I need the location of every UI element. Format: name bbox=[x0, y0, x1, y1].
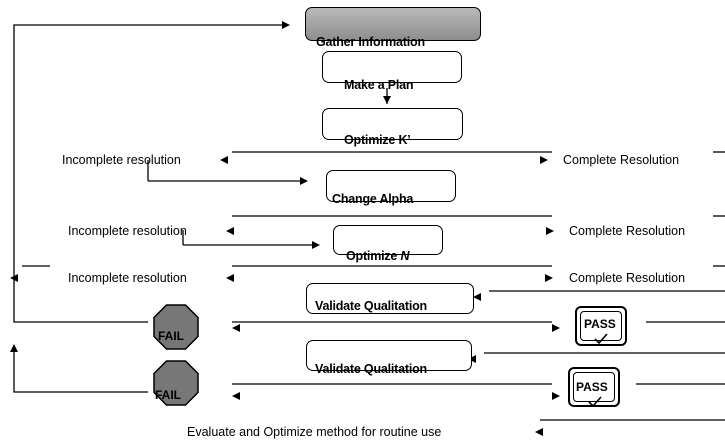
checkmark-icon-2 bbox=[588, 396, 602, 408]
arrow-to-pass1 bbox=[552, 324, 560, 332]
complete-resolution-label-3: Complete Resolution bbox=[569, 271, 686, 285]
arrow-into-gather bbox=[282, 21, 290, 29]
feedback-line-top bbox=[13, 24, 282, 323]
arrow-footer-left bbox=[535, 428, 543, 436]
optimize-n-box bbox=[333, 225, 443, 255]
optimize-n-variable: N bbox=[400, 249, 410, 263]
fail-label-1: FAIL bbox=[158, 329, 184, 343]
pass-label-2: PASS bbox=[576, 380, 608, 394]
arrow-into-optimize-k bbox=[383, 96, 391, 104]
optimize-k-label: Optimize K’ bbox=[344, 133, 411, 147]
validate-qualitation-box-2 bbox=[306, 340, 472, 371]
arrow-row1-alpha bbox=[300, 177, 308, 185]
validate-qualitation-label-2: Validate Qualitation bbox=[315, 362, 427, 376]
gather-information-box bbox=[305, 7, 481, 41]
pass-label-1: PASS bbox=[584, 317, 616, 331]
arrow-to-pass2 bbox=[552, 392, 560, 400]
fail-stop-sign-icon-1 bbox=[153, 304, 199, 350]
feedback-line-bottom bbox=[13, 345, 148, 393]
arrow-row2-n bbox=[312, 241, 320, 249]
complete-resolution-label-1: Complete Resolution bbox=[563, 153, 680, 167]
pass-badge-2-inner bbox=[573, 372, 615, 402]
gather-information-label: Gather Information bbox=[316, 35, 425, 49]
incomplete-resolution-label-3: Incomplete resolution bbox=[68, 271, 187, 285]
make-a-plan-box bbox=[322, 51, 462, 83]
complete-resolution-label-2: Complete Resolution bbox=[569, 224, 686, 238]
arrow-row1-right bbox=[540, 156, 548, 164]
make-a-plan-label: Make a Plan bbox=[344, 78, 414, 92]
validate-qualitation-label-1: Validate Qualitation bbox=[315, 299, 427, 313]
checkmark-icon-1 bbox=[594, 333, 608, 345]
arrow-row3-right bbox=[545, 274, 553, 282]
validate-qualitation-box-1 bbox=[306, 283, 474, 314]
arrow-row1-left bbox=[220, 156, 228, 164]
incomplete-resolution-label-2: Incomplete resolution bbox=[68, 224, 187, 238]
incomplete-resolution-label-1: Incomplete resolution bbox=[62, 153, 181, 167]
arrow-to-fail2 bbox=[232, 392, 240, 400]
optimize-n-prefix: Optimize bbox=[346, 249, 401, 263]
arrow-row3-left bbox=[226, 274, 234, 282]
arrow-validate1-left bbox=[473, 293, 481, 301]
change-alpha-label: Change Alpha bbox=[332, 192, 414, 206]
change-alpha-box bbox=[326, 170, 456, 202]
arrow-to-fail1 bbox=[232, 324, 240, 332]
pass-badge-1 bbox=[575, 306, 627, 346]
fail-label-2: FAIL bbox=[155, 388, 181, 402]
footer-evaluate-label: Evaluate and Optimize method for routine… bbox=[187, 425, 442, 439]
arrow-row2-left bbox=[226, 227, 234, 235]
optimize-n-label: Optimize N bbox=[346, 249, 409, 263]
arrow-up-feedback bbox=[10, 344, 18, 352]
arrow-row2-right bbox=[546, 227, 554, 235]
arrow-validate2-left bbox=[468, 355, 476, 363]
fail-stop-sign-icon-2 bbox=[153, 360, 199, 406]
arrow-left-row3-far bbox=[10, 274, 18, 282]
pass-badge-2 bbox=[568, 367, 620, 407]
optimize-k-box bbox=[322, 108, 463, 140]
